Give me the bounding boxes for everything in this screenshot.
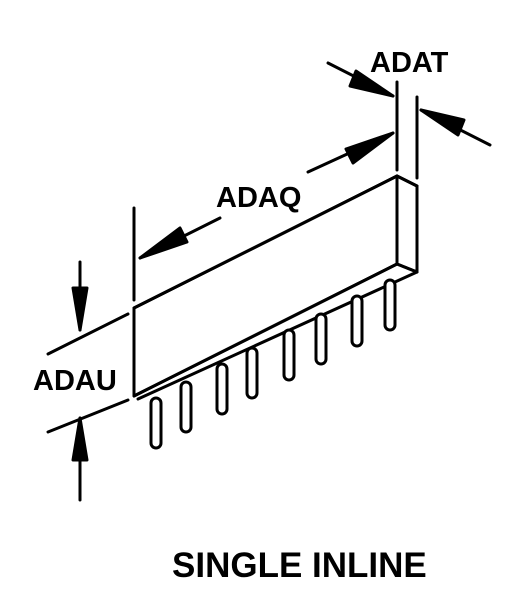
thickness-label: ADAT xyxy=(370,47,449,79)
length-arrow-left xyxy=(138,226,189,260)
height-arrow-top xyxy=(71,286,89,332)
pin xyxy=(245,346,259,400)
pin xyxy=(383,278,397,332)
height-dimension xyxy=(46,260,130,502)
thickness-dimension xyxy=(326,61,492,180)
height-label: ADAU xyxy=(33,365,117,397)
height-extension-line-top xyxy=(46,312,130,356)
pin xyxy=(282,328,296,382)
pin xyxy=(350,294,364,348)
length-label: ADAQ xyxy=(216,182,301,214)
length-dimension xyxy=(132,80,399,302)
pin-row xyxy=(149,278,397,450)
package-body xyxy=(132,174,419,401)
pin xyxy=(314,312,328,366)
height-extension-line-bottom xyxy=(46,398,130,434)
pin xyxy=(179,380,193,434)
thickness-arrow-right xyxy=(419,108,466,137)
diagram-title: SINGLE INLINE xyxy=(172,546,427,585)
height-arrow-bottom xyxy=(71,416,89,462)
pin xyxy=(215,362,229,416)
thickness-arrow-left xyxy=(348,69,395,98)
pin xyxy=(149,396,163,450)
length-arrow-right xyxy=(344,131,395,165)
body-end-face xyxy=(395,174,419,274)
